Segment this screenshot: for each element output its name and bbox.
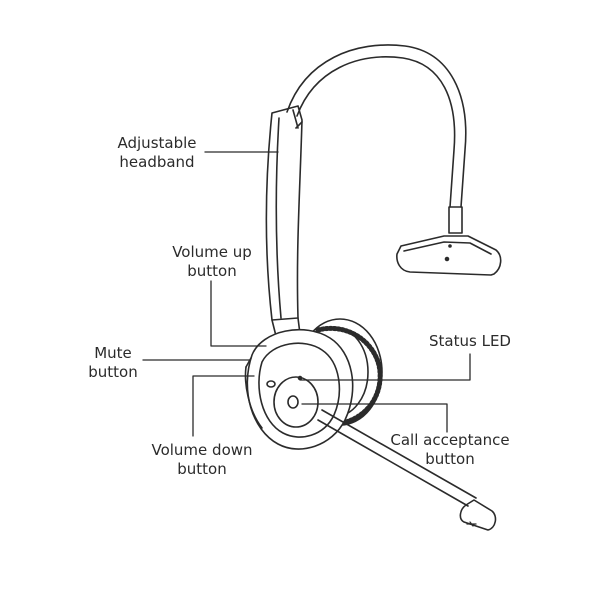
label-mute: Mute button <box>88 344 138 381</box>
call-accept-button-shape <box>273 376 319 428</box>
label-volume-down: Volume down button <box>151 441 253 478</box>
headband-end-pad <box>396 206 502 276</box>
adjustable-slider <box>265 105 303 337</box>
leader-volume-down <box>192 375 255 437</box>
label-status-led: Status LED <box>429 332 511 350</box>
ear-cup <box>244 328 354 450</box>
leader-status-led <box>299 353 471 381</box>
headband <box>286 44 467 208</box>
label-adjustable-headband: Adjustable headband <box>117 134 197 171</box>
leader-call-accept <box>301 403 448 433</box>
microphone-boom <box>317 409 497 531</box>
leader-volume-up <box>210 280 267 347</box>
label-volume-up: Volume up button <box>172 243 252 280</box>
leader-lines <box>142 151 471 437</box>
label-call-acceptance: Call acceptance button <box>390 431 510 468</box>
